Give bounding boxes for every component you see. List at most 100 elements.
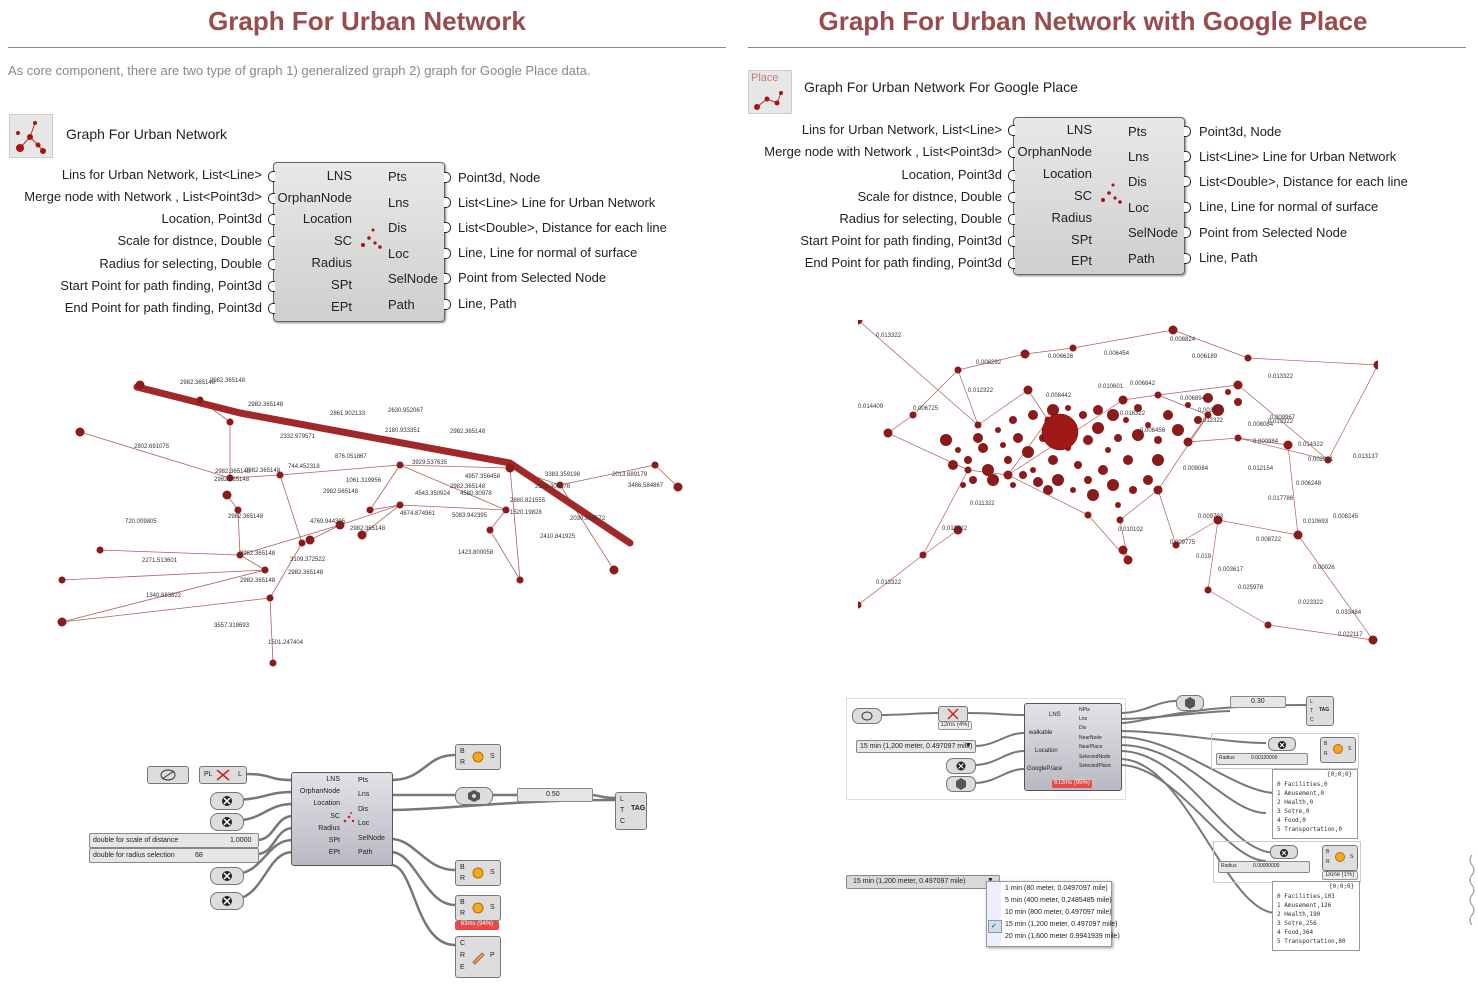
graph-edge (269, 542, 303, 599)
null-param[interactable] (1268, 737, 1296, 751)
graph-node (196, 396, 204, 404)
input-pin[interactable] (1008, 258, 1015, 269)
dropdown-option[interactable]: 20 min (1,600 meter 0.9941939 mile) (1005, 933, 1120, 940)
network-icon (361, 228, 382, 249)
output-pin[interactable] (444, 273, 451, 284)
output-pin[interactable] (1184, 151, 1191, 162)
radius-group-1 (1211, 733, 1359, 769)
tag-component[interactable]: L T C TAG (615, 792, 647, 830)
polyline-explode[interactable]: PL L (199, 766, 247, 784)
null-param[interactable] (210, 792, 244, 810)
graph-edge (1207, 519, 1219, 591)
edge-label: 2271.513601 (142, 558, 178, 564)
input-pin[interactable] (1008, 192, 1015, 203)
output-pin[interactable] (444, 299, 451, 310)
input-pin[interactable] (1008, 147, 1015, 158)
walk-time-dropdown[interactable]: 15 min (1,200 meter, 0.497097 mile) ▼ (856, 740, 976, 753)
input-pin[interactable] (1008, 125, 1015, 136)
output-pin[interactable] (444, 197, 451, 208)
curve-param[interactable] (852, 708, 882, 724)
edge-label: 1061.319956 (346, 478, 382, 484)
graph-node-left[interactable]: LNS OrphanNode Location SC Radius SPt EP… (291, 772, 393, 866)
l-label: L (1310, 699, 1313, 705)
boolean-preview[interactable]: B R S (455, 860, 501, 886)
slider-value: 0.50 (546, 791, 560, 798)
input-pin[interactable] (268, 171, 275, 182)
custom-preview[interactable]: C R E P (455, 936, 501, 978)
graph-edge (977, 389, 1029, 426)
input-pin[interactable] (268, 281, 275, 292)
edge-label: 3109.372522 (290, 557, 326, 563)
place-graph-node[interactable]: LNS walkable Location GoogleP.lace NPts … (1024, 703, 1122, 791)
input-pin[interactable] (1008, 170, 1015, 181)
input-pin[interactable] (1008, 236, 1015, 247)
input-label: Location, Point3d (901, 167, 1002, 182)
point-param[interactable] (1176, 695, 1204, 711)
dropdown-option-selected[interactable]: 15 min (1,200 meter, 0.497097 mile) (1005, 921, 1118, 928)
edge-label: 0.003617 (1218, 567, 1244, 573)
explode-component[interactable] (938, 706, 968, 722)
edge-label: 2982.365148 (450, 484, 486, 490)
output-pin[interactable] (1184, 253, 1191, 264)
scale-slider[interactable]: double for scale of distance 1.0000 (89, 833, 259, 848)
output-pin[interactable] (1184, 227, 1191, 238)
b-label: B (460, 864, 465, 871)
edge-label: 2982.565148 (323, 489, 359, 495)
scrollbar-handle[interactable] (1468, 855, 1476, 925)
radius-slider-1[interactable]: Radius 0.00120000 (1216, 753, 1308, 765)
r-label: R (1324, 751, 1328, 757)
edge-label: 0.013322 (876, 580, 902, 586)
null-param[interactable] (210, 867, 244, 885)
input-pin[interactable] (268, 303, 275, 314)
cluster-node (1134, 404, 1142, 412)
cluster-node (948, 460, 958, 470)
null-param[interactable] (210, 813, 244, 831)
graph-component-right[interactable]: LNS OrphanNode Location SC Radius SPt EP… (1013, 117, 1185, 275)
slider-050[interactable]: 0.50 (517, 788, 593, 802)
input-pin[interactable] (268, 193, 275, 204)
cluster-node (960, 482, 966, 488)
output-pin[interactable] (444, 248, 451, 259)
dropdown-option[interactable]: 10 min (800 meter, 0.497097 mile) (1005, 909, 1112, 916)
graph-node (651, 461, 659, 469)
input-pin[interactable] (268, 236, 275, 247)
null-param[interactable] (946, 758, 976, 774)
boolean-preview[interactable]: B R S (455, 744, 501, 770)
output-pin[interactable] (1184, 176, 1191, 187)
cluster-node (1114, 434, 1122, 442)
output-pin[interactable] (1184, 126, 1191, 137)
radius-label: Radius (1221, 863, 1237, 869)
boolean-preview[interactable]: B R S (455, 895, 501, 921)
input-pin[interactable] (268, 259, 275, 270)
radius-slider-2[interactable]: Radius 0.00000000 (1218, 861, 1310, 873)
graph-node (1123, 555, 1133, 565)
dropdown-option[interactable]: 1 min (80 meter, 0.0497097 mile) (1005, 885, 1108, 892)
graph-edge (1157, 394, 1209, 416)
slider-030[interactable]: 0.30 (1230, 696, 1286, 708)
hex-param[interactable] (946, 776, 976, 792)
input-pin[interactable] (1008, 214, 1015, 225)
output-pin[interactable] (1184, 202, 1191, 213)
point-param[interactable] (455, 787, 493, 805)
tag-component[interactable]: L T C TAG (1306, 696, 1334, 726)
graph-component-left[interactable]: LNS OrphanNode Location SC Radius SPt EP… (273, 162, 445, 322)
chevron-down-icon: ▼ (965, 742, 972, 749)
comp-output: SelNode (388, 271, 438, 286)
edge-label: 720.009805 (125, 519, 157, 525)
edge-label: 2982.365148 (245, 468, 281, 474)
curve-param[interactable] (147, 766, 189, 784)
dropdown-option[interactable]: 5 min (400 meter, 0.2485485 mile) (1005, 897, 1112, 904)
null-param[interactable] (1270, 845, 1298, 859)
boolean-preview[interactable]: B R S (1320, 737, 1356, 763)
walk-time-dropdown-open[interactable]: 15 min (1,200 meter, 0.497097 mile) ▼ (846, 875, 1000, 889)
radius-slider[interactable]: double for radius selection 68 (89, 848, 259, 863)
panel-line: 1 Amusement,0 (1277, 790, 1324, 797)
null-param[interactable] (210, 892, 244, 910)
input-pin[interactable] (268, 214, 275, 225)
output-pin[interactable] (444, 222, 451, 233)
graph-edge (912, 369, 959, 416)
output-pin[interactable] (444, 172, 451, 183)
boolean-preview[interactable]: B R S (1322, 845, 1358, 871)
input-label: End Point for path finding, Point3d (804, 255, 1002, 270)
panel-header: {0;0;0} (1329, 883, 1355, 890)
